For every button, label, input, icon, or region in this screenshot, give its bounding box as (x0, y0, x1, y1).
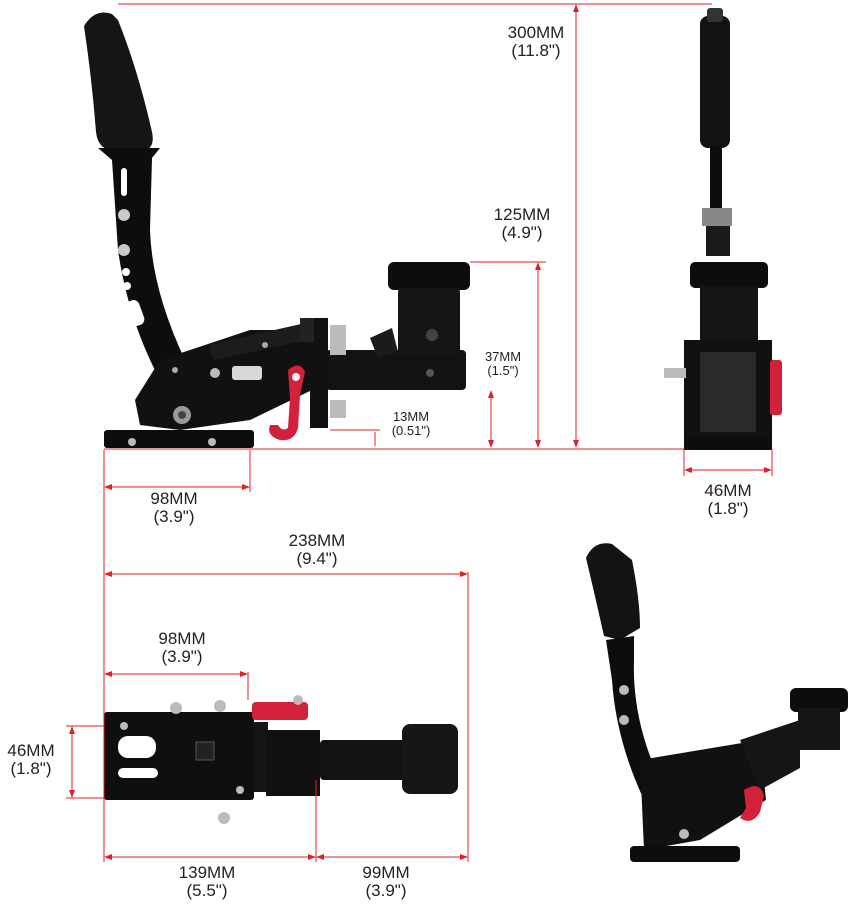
handbrake-front-view (664, 8, 782, 450)
dim-in: (0.51") (391, 422, 431, 438)
dim-label-side-width: 46MM (1.8") (688, 482, 768, 518)
dim-mm: 300MM (507, 23, 565, 42)
dim-label-cylinder-length: 99MM (3.9") (350, 864, 422, 900)
dim-in: (11.8") (511, 40, 561, 60)
dim-label-body-length: 139MM (5.5") (162, 864, 252, 900)
dim-label-top-width: 46MM (1.8") (0, 742, 62, 778)
dim-in: (4.9") (501, 222, 543, 242)
dim-label-total-length: 238MM (9.4") (272, 532, 362, 568)
dim-label-cylinder-height: 125MM (4.9") (474, 206, 570, 242)
dim-in: (9.4") (296, 548, 338, 568)
handbrake-perspective-view (586, 543, 848, 862)
dim-in: (1.5") (487, 362, 519, 378)
dim-mm: 98MM (150, 489, 198, 508)
handbrake-side-view (84, 12, 470, 448)
dim-mm: 46MM (7, 741, 55, 760)
dim-mm: 238MM (288, 531, 346, 550)
dim-label-base-length-top: 98MM (3.9") (140, 630, 224, 666)
dim-mm: 139MM (178, 863, 236, 882)
dimension-lines (66, 3, 773, 862)
dim-in: (3.9") (365, 880, 407, 900)
dim-mm: 37MM (484, 349, 522, 364)
dim-in: (5.5") (186, 880, 228, 900)
dim-mm: 13MM (392, 409, 430, 424)
dim-label-cylinder-axis: 37MM (1.5") (472, 350, 534, 377)
dim-in: (3.9") (161, 646, 203, 666)
dim-mm: 99MM (362, 863, 410, 882)
dim-mm: 125MM (493, 205, 551, 224)
dim-label-base-gap: 13MM (0.51") (378, 410, 444, 437)
dim-label-base-length-side: 98MM (3.9") (132, 490, 216, 526)
dim-mm: 98MM (158, 629, 206, 648)
dim-in: (1.8") (707, 498, 749, 518)
handbrake-top-view (104, 695, 458, 824)
dim-label-height-total: 300MM (11.8") (488, 24, 584, 60)
dim-in: (1.8") (10, 758, 52, 778)
dim-in: (3.9") (153, 506, 195, 526)
dim-mm: 46MM (704, 481, 752, 500)
